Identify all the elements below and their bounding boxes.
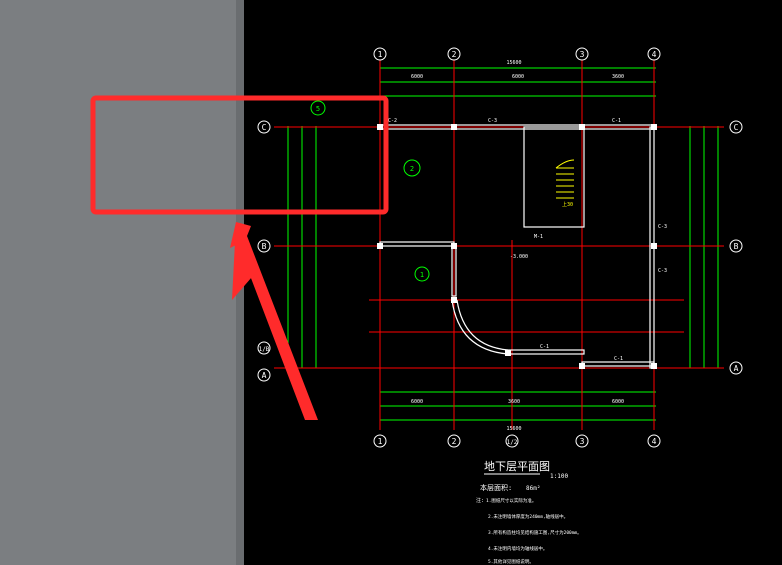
axis-right-b: B — [734, 242, 739, 251]
drawing-scale: 1:100 — [550, 473, 568, 480]
note-5: 5.其他详见图纸说明。 — [488, 558, 534, 565]
axis-top-4: 4 — [652, 50, 657, 59]
axis-bottom-1-2: 1/2 — [507, 439, 518, 446]
note-3: 3.所有构造柱均见结构施工图,尺寸为200mm。 — [488, 529, 582, 536]
label-elev: -3.000 — [510, 254, 528, 260]
floor-plan-drawing: 1 2 3 4 1 2 1/2 3 4 C B 1/B A C B A 1560… — [257, 47, 743, 565]
axis-top-2: 2 — [452, 50, 457, 59]
axis-top-1: 1 — [378, 50, 383, 59]
axis-left-1b: 1/B — [259, 346, 270, 353]
dim-bot-c: 6000 — [612, 399, 624, 405]
axis-bottom-4: 4 — [652, 437, 657, 446]
title-block: 地下层平面图 1:100 本层面积: 86m² 注: 1.图纸尺寸以实际为准。 … — [476, 460, 582, 565]
axis-bottom-1: 1 — [378, 437, 383, 446]
component-labels: C-2 C-3 C-1 M-1 -3.000 C-1 C-1 C-3 C-3 — [388, 118, 667, 362]
index-5: 5 — [316, 105, 320, 113]
area-value: 86m² — [526, 485, 540, 492]
panel-divider[interactable] — [236, 0, 244, 565]
label-c1-bot2: C-1 — [614, 356, 623, 362]
dim-bot-a: 6000 — [411, 399, 423, 405]
cad-canvas[interactable]: 1 2 3 4 1 2 1/2 3 4 C B 1/B A C B A 1560… — [244, 0, 782, 565]
axis-bottom-3: 3 — [580, 437, 585, 446]
dim-bot-b: 3600 — [508, 399, 520, 405]
columns — [377, 124, 657, 369]
dim-top-c: 3600 — [612, 74, 624, 80]
stair — [555, 159, 575, 199]
stair-label: 上30 — [562, 201, 573, 208]
notes-label: 注: — [476, 497, 484, 504]
left-panel — [0, 0, 236, 565]
axis-top-3: 3 — [580, 50, 585, 59]
drawing-title: 地下层平面图 — [484, 460, 550, 473]
axis-labels: 1 2 3 4 1 2 1/2 3 4 C B 1/B A C B A — [259, 50, 739, 446]
dim-top-total: 15600 — [506, 60, 521, 66]
index-1: 1 — [420, 271, 424, 279]
dim-bot-total: 15600 — [506, 426, 521, 432]
axis-left-c: C — [262, 123, 267, 132]
top-axis-bubbles — [257, 47, 743, 448]
axis-bottom-2: 2 — [452, 437, 457, 446]
axis-left-b: B — [262, 242, 267, 251]
index-2: 2 — [410, 165, 414, 173]
index-markers — [310, 100, 430, 282]
label-m1: M-1 — [534, 234, 543, 240]
note-4: 4.未注明内墙均为轴线居中。 — [488, 545, 547, 552]
axis-right-c: C — [734, 123, 739, 132]
label-c3-top: C-3 — [488, 118, 497, 124]
dim-top-b: 6000 — [512, 74, 524, 80]
label-c2: C-2 — [388, 118, 397, 124]
label-c3-right2: C-3 — [658, 268, 667, 274]
dimension-text: 15600 6000 6000 3600 3600 6000 6000 1560… — [411, 60, 624, 432]
axis-right-a: A — [734, 364, 739, 373]
area-label: 本层面积: — [480, 483, 512, 492]
note-2: 2.未注明墙体厚度为240mm,轴线居中。 — [488, 513, 568, 520]
dim-top-a: 6000 — [411, 74, 423, 80]
label-c3-right: C-3 — [658, 224, 667, 230]
note-1: 1.图纸尺寸以实际为准。 — [486, 497, 536, 504]
label-c1-bot: C-1 — [540, 344, 549, 350]
axis-left-a: A — [262, 371, 267, 380]
label-c1-top: C-1 — [612, 118, 621, 124]
